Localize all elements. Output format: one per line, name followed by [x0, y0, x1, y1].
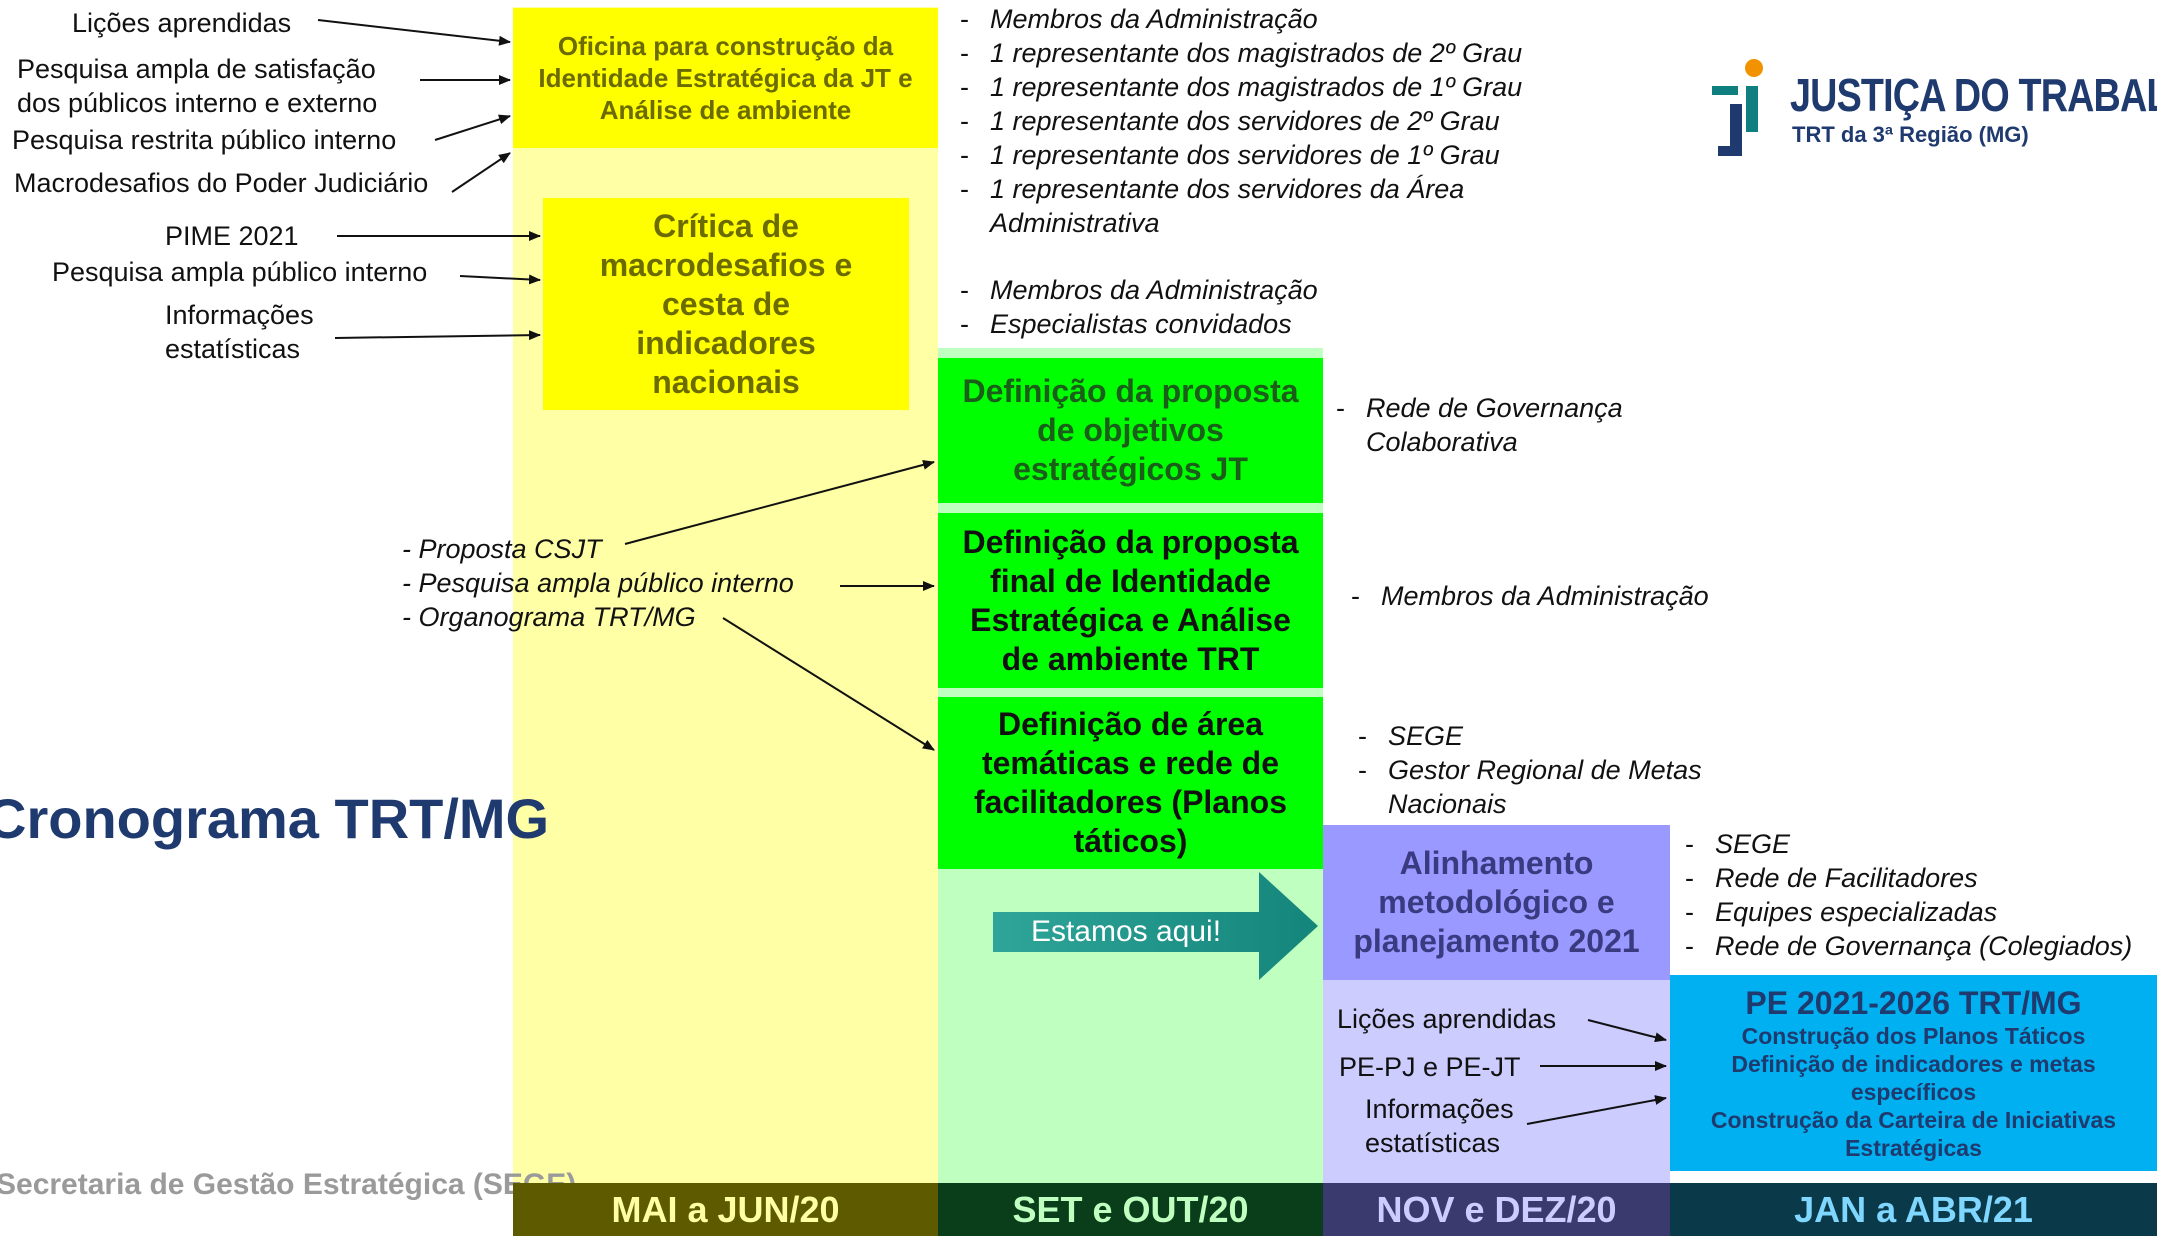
estamos-aqui-marker: Estamos aqui!	[993, 868, 1318, 984]
period-mai-jun: MAI a JUN/20	[513, 1183, 938, 1236]
period-set-out: SET e OUT/20	[938, 1183, 1323, 1236]
input-pesquisa-ampla-interno-c: - Pesquisa ampla público interno	[402, 568, 794, 598]
participant-item: Membros da Administração	[958, 2, 1598, 36]
arrow-licoes	[317, 19, 511, 46]
box-identidade: Definição da proposta final de Identidad…	[938, 513, 1323, 688]
input-licoes-aprendidas-d: Lições aprendidas	[1337, 1004, 1557, 1034]
participant-item: 1 representante dos servidores de 2º Gra…	[958, 104, 1598, 138]
participant-item: Rede de Governança Colaborativa	[1334, 391, 1664, 459]
participant-item: SEGE	[1356, 719, 1746, 753]
input-pe-pj-pe-jt: PE-PJ e PE-JT	[1339, 1052, 1521, 1082]
participants-objetivos: Rede de Governança Colaborativa	[1334, 391, 1664, 459]
participant-item: 1 representante dos magistrados de 2º Gr…	[958, 36, 1598, 70]
participants-oficina: Membros da Administração 1 representante…	[958, 2, 1598, 240]
input-informacoes-estatisticas-d: Informações estatísticas	[1365, 1094, 1514, 1158]
box-critica: Crítica de macrodesafios e cesta de indi…	[543, 198, 909, 410]
estamos-aqui-label: Estamos aqui!	[1030, 915, 1222, 948]
arrow-licoes-d	[1587, 1019, 1667, 1043]
footer-left-text: Secretaria de Gestão Estratégica (SEGE)	[0, 1168, 577, 1201]
participants-areas: SEGE Gestor Regional de Metas Nacionais	[1356, 719, 1746, 821]
participants-critica: Membros da Administração Especialistas c…	[958, 273, 1478, 341]
participant-item: Rede de Governança (Colegiados)	[1683, 929, 2157, 963]
period-jan-abr-label: JAN a ABR/21	[1794, 1188, 2033, 1230]
arrow-informacoes-d	[1526, 1095, 1667, 1125]
box-areas-text: Definição de área temáticas e rede de fa…	[974, 706, 1287, 859]
arrow-pesquisa-restrita	[434, 114, 511, 141]
box-alinhamento: Alinhamento metodológico e planejamento …	[1323, 825, 1670, 980]
box-objetivos: Definição da proposta de objetivos estra…	[938, 358, 1323, 503]
arrow-informacoes	[334, 330, 541, 341]
participant-item: 1 representante dos servidores de 1º Gra…	[958, 138, 1598, 172]
box-oficina-text: Oficina para construção da Identidade Es…	[538, 31, 913, 125]
arrow-macrodesafios	[451, 152, 511, 193]
pe-line-1: Construção dos Planos Táticos	[1741, 1023, 2086, 1049]
justica-trabalho-logo-icon	[1712, 59, 1763, 156]
logo: JUSTIÇA DO TRABALHO TRT da 3ª Região (MG…	[1710, 58, 2157, 168]
participant-item: Gestor Regional de Metas Nacionais	[1356, 753, 1746, 821]
input-proposta-csjt: - Proposta CSJT	[402, 534, 602, 564]
participant-item: SEGE	[1683, 827, 2157, 861]
period-mai-jun-label: MAI a JUN/20	[611, 1188, 840, 1230]
input-pesquisa-ampla-interno: Pesquisa ampla público interno	[52, 257, 428, 287]
participants-identidade: Membros da Administração	[1349, 579, 1869, 613]
input-pesquisa-restrita: Pesquisa restrita público interno	[12, 125, 397, 155]
participant-item: Membros da Administração	[1349, 579, 1869, 613]
input-organograma: - Organograma TRT/MG	[402, 602, 696, 632]
participant-item: Especialistas convidados	[958, 307, 1478, 341]
input-macrodesafios: Macrodesafios do Poder Judiciário	[14, 168, 429, 198]
period-set-out-label: SET e OUT/20	[1012, 1188, 1249, 1230]
pe-line-3: Construção da Carteira de Iniciativas Es…	[1710, 1107, 2117, 1161]
participant-item: Rede de Facilitadores	[1683, 861, 2157, 895]
participant-item: Membros da Administração	[958, 273, 1478, 307]
logo-title: JUSTIÇA DO TRABALHO	[1790, 69, 2157, 121]
box-alinhamento-text: Alinhamento metodológico e planejamento …	[1353, 845, 1640, 959]
input-informacoes-estatisticas: Informações estatísticas	[165, 300, 314, 364]
participants-alinhamento: SEGE Rede de Facilitadores Equipes espec…	[1683, 827, 2157, 963]
input-licoes-aprendidas: Lições aprendidas	[72, 8, 292, 38]
box-areas: Definição de área temáticas e rede de fa…	[938, 697, 1323, 869]
box-identidade-text: Definição da proposta final de Identidad…	[962, 523, 1299, 677]
box-pe-2021-2026: PE 2021-2026 TRT/MG Construção dos Plano…	[1670, 975, 2157, 1171]
input-pesquisa-ampla-satisfacao: Pesquisa ampla de satisfação dos público…	[17, 54, 378, 118]
page-title: Cronograma TRT/MG	[0, 787, 550, 850]
estamos-aqui-arrow-icon	[993, 872, 1318, 980]
pe-line-2: Definição de indicadores e metas específ…	[1731, 1051, 2096, 1105]
box-critica-text: Crítica de macrodesafios e cesta de indi…	[599, 207, 853, 400]
participant-item: 1 representante dos servidores da Área A…	[958, 172, 1510, 240]
period-nov-dez: NOV e DEZ/20	[1323, 1183, 1670, 1236]
input-pime-2021: PIME 2021	[165, 221, 299, 251]
participant-item: Equipes especializadas	[1683, 895, 2157, 929]
box-objetivos-text: Definição da proposta de objetivos estra…	[962, 373, 1299, 487]
period-jan-abr: JAN a ABR/21	[1670, 1183, 2157, 1236]
arrow-organograma	[722, 617, 935, 751]
box-oficina: Oficina para construção da Identidade Es…	[513, 8, 938, 148]
pe-title: PE 2021-2026 TRT/MG	[1745, 985, 2082, 1021]
arrow-pesquisa-ampla	[459, 274, 541, 285]
logo-subtitle: TRT da 3ª Região (MG)	[1792, 122, 2029, 147]
arrow-proposta-csjt	[624, 459, 935, 545]
period-nov-dez-label: NOV e DEZ/20	[1376, 1188, 1617, 1230]
participant-item: 1 representante dos magistrados de 1º Gr…	[958, 70, 1598, 104]
